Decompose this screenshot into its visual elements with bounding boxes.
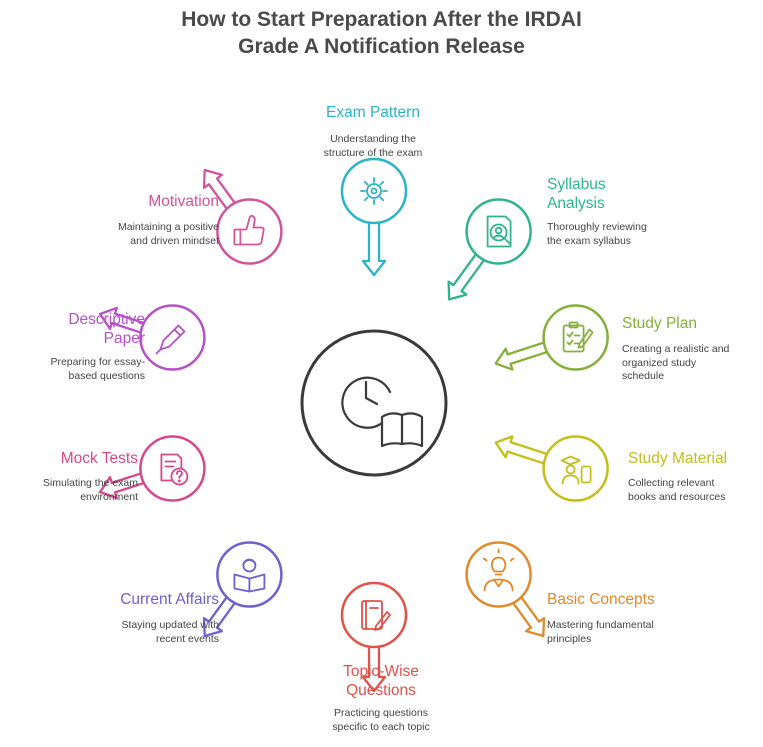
desc-motivation: Maintaining a positive and driven mindse… <box>69 221 219 248</box>
gear-icon <box>360 177 388 205</box>
arrow-mock-tests <box>98 472 146 500</box>
desc-text: structure of the exam <box>323 146 423 159</box>
clipboard-pencil-icon <box>562 321 594 353</box>
center-hub <box>300 329 448 477</box>
circle-study-plan <box>542 304 609 371</box>
circle-exam-pattern <box>340 157 408 225</box>
desc-text: schedule <box>622 370 665 382</box>
desc-text: the exam syllabus <box>547 234 632 247</box>
desc-text: recent events <box>155 632 219 645</box>
desc-text: principles <box>547 632 592 645</box>
thumbs-up-icon <box>233 214 265 246</box>
label-text: Basic Concepts <box>547 591 655 608</box>
title-line-1: How to Start Preparation After the IRDAI <box>181 8 582 31</box>
desc-topic-wise-questions: Practicing questions specific to each to… <box>291 707 471 734</box>
label-text: Topic-Wise <box>343 663 419 680</box>
circle-current-affairs <box>216 541 283 608</box>
label-topic-wise-questions: Topic-Wise Questions <box>291 662 471 700</box>
document-search-icon <box>486 215 512 248</box>
desc-text: specific to each topic <box>332 720 430 733</box>
test-paper-icon <box>160 453 189 486</box>
arrow-exam-pattern <box>361 220 387 277</box>
graduate-phone-icon <box>560 455 592 485</box>
label-study-plan: Study Plan <box>622 314 752 333</box>
label-descriptive-paper: Descriptive Paper <box>15 310 145 348</box>
desc-text: Creating a realistic and <box>622 343 730 355</box>
label-text: Mock Tests <box>60 450 138 467</box>
desc-basic-concepts: Mastering fundamental principles <box>547 619 707 646</box>
desc-text: and driven mindset <box>130 234 219 247</box>
label-motivation: Motivation <box>69 192 219 211</box>
desc-text: Mastering fundamental <box>547 619 654 631</box>
label-text: Study Plan <box>622 315 697 332</box>
label-text: Descriptive <box>68 311 145 328</box>
desc-descriptive-paper: Preparing for essay- based questions <box>15 356 145 383</box>
circle-syllabus-analysis <box>465 198 532 265</box>
desc-text: Thoroughly reviewing <box>547 221 647 233</box>
desc-text: organized study <box>622 356 697 369</box>
label-basic-concepts: Basic Concepts <box>547 590 707 609</box>
pen-icon <box>155 324 186 355</box>
desc-text: Preparing for essay- <box>50 356 145 368</box>
arrow-descriptive-paper <box>98 306 146 334</box>
label-mock-tests: Mock Tests <box>8 449 138 468</box>
circle-topic-wise-questions <box>340 581 408 649</box>
arrow-basic-concepts <box>511 595 546 638</box>
arrow-syllabus-analysis <box>447 252 486 301</box>
clock-book-icon <box>341 376 424 448</box>
desc-syllabus-analysis: Thoroughly reviewing the exam syllabus <box>547 221 707 248</box>
desc-text: Maintaining a positive <box>118 221 219 233</box>
arrow-topic-wise-questions <box>361 644 387 693</box>
label-text: Analysis <box>547 195 605 212</box>
label-syllabus-analysis: Syllabus Analysis <box>547 175 697 213</box>
lightbulb-person-icon <box>482 548 515 592</box>
desc-text: environment <box>80 490 138 503</box>
desc-mock-tests: Simulating the exam environment <box>8 477 138 504</box>
desc-study-material: Collecting relevant books and resources <box>628 477 758 504</box>
circle-motivation <box>216 198 283 265</box>
arrow-motivation <box>202 168 237 211</box>
desc-text: based questions <box>68 369 145 382</box>
desc-text: Understanding the <box>330 133 416 145</box>
desc-study-plan: Creating a realistic and organized study… <box>622 343 757 384</box>
desc-current-affairs: Staying updated with recent events <box>59 619 219 646</box>
arrow-current-affairs <box>202 595 237 638</box>
desc-text: Collecting relevant <box>628 477 715 489</box>
label-text: Motivation <box>148 193 219 210</box>
circle-descriptive-paper <box>139 304 206 371</box>
label-text: Syllabus <box>547 176 606 193</box>
desc-text: Simulating the exam <box>42 477 138 489</box>
reader-icon <box>233 558 266 593</box>
arrow-study-plan <box>494 341 549 371</box>
desc-exam-pattern: Understanding the structure of the exam <box>283 133 463 160</box>
desc-text: Staying updated with <box>121 619 219 631</box>
desc-text: Practicing questions <box>334 707 428 719</box>
book-pencil-icon <box>361 600 391 631</box>
label-text: Questions <box>346 682 416 699</box>
label-text: Paper <box>103 330 145 347</box>
label-exam-pattern: Exam Pattern <box>283 103 463 122</box>
label-current-affairs: Current Affairs <box>59 590 219 609</box>
title-line-2: Grade A Notification Release <box>238 35 525 58</box>
label-text: Exam Pattern <box>326 104 420 121</box>
arrow-study-material <box>494 435 549 465</box>
label-text: Study Material <box>628 450 728 467</box>
label-study-material: Study Material <box>628 449 758 468</box>
desc-text: books and resources <box>628 490 726 503</box>
label-text: Current Affairs <box>120 591 219 608</box>
circle-study-material <box>542 435 609 502</box>
circle-mock-tests <box>139 435 206 502</box>
